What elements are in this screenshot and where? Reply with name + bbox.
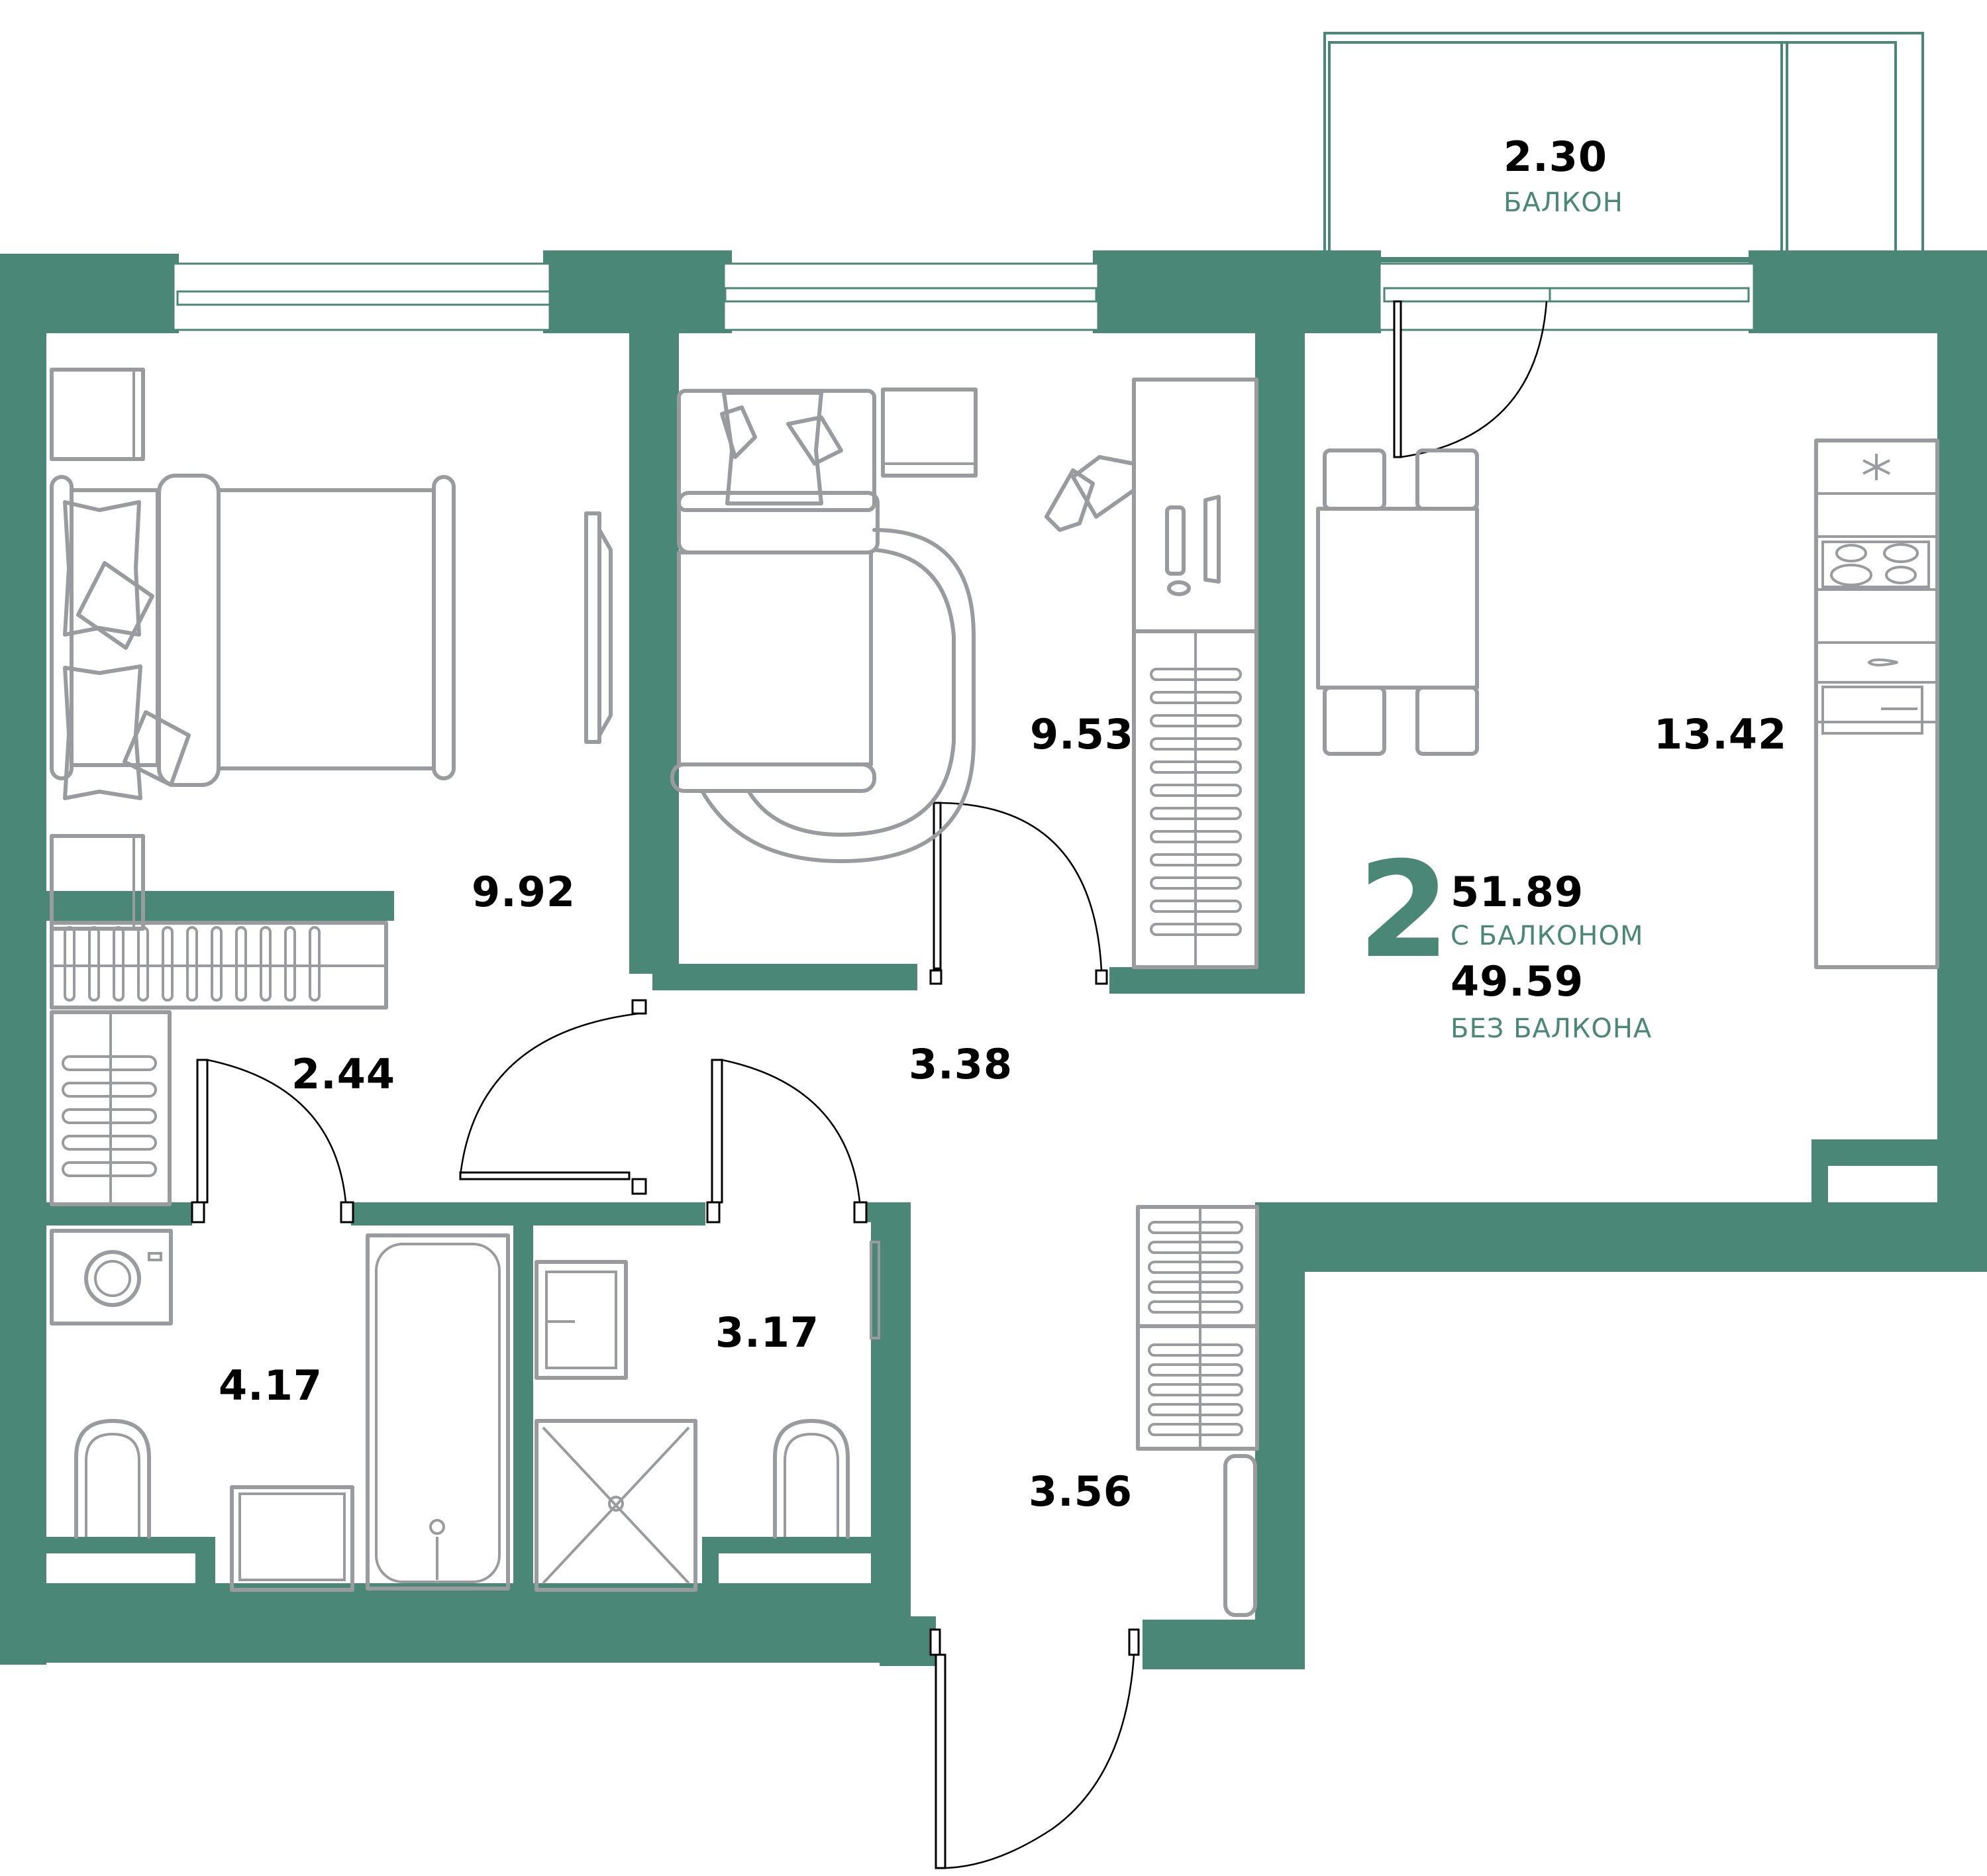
windows xyxy=(172,262,1755,331)
walls xyxy=(0,250,1987,1669)
room-area-balcony: 2.30 xyxy=(1503,132,1607,181)
total-area-with-balcony: 51.89 xyxy=(1451,868,1584,916)
room-area-bathroom: 4.17 xyxy=(219,1361,323,1410)
kitchen-furniture xyxy=(1316,439,1939,969)
bedroom-2-furniture xyxy=(670,378,1258,969)
wardrobe-furniture xyxy=(50,921,388,1206)
hangers-icon xyxy=(1150,668,1242,936)
hangers-icon xyxy=(64,926,321,1002)
wc-furniture xyxy=(535,1241,880,1592)
room-label-balcony: БАЛКОН xyxy=(1503,187,1623,218)
room-area-bedroom-2: 9.53 xyxy=(1030,710,1134,758)
room-area-bedroom-1: 9.92 xyxy=(472,868,576,916)
room-area-wc: 3.17 xyxy=(715,1308,819,1357)
faucet-icon xyxy=(1867,658,1898,666)
room-area-wardrobe: 2.44 xyxy=(291,1050,395,1098)
room-area-corridor: 3.38 xyxy=(909,1040,1013,1088)
bathroom-furniture xyxy=(50,1229,510,1592)
total-area-without-balcony: 49.59 xyxy=(1451,957,1584,1006)
snowflake-icon xyxy=(1862,454,1890,480)
hallway-furniture xyxy=(1136,1205,1259,1617)
total-area-with-balcony-label: С БАЛКОНОМ xyxy=(1451,921,1644,951)
sink-icon xyxy=(1821,686,1923,735)
room-count: 2 xyxy=(1358,833,1451,988)
cooktop-icon xyxy=(1821,541,1930,588)
room-area-hallway: 3.56 xyxy=(1029,1467,1133,1516)
room-area-kitchen-living: 13.42 xyxy=(1654,710,1788,758)
doors xyxy=(191,300,1548,1869)
balcony-outline xyxy=(1323,32,1924,262)
total-area-without-balcony-label: БЕЗ БАЛКОНА xyxy=(1451,1014,1653,1044)
bedroom-1-furniture xyxy=(50,368,613,931)
